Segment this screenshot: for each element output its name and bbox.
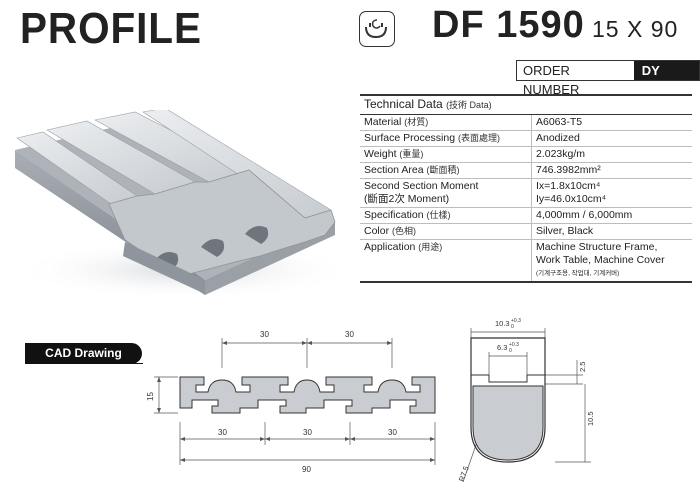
dim-slot-outer-tol: +0.3 xyxy=(511,318,521,324)
row-key: Section Area xyxy=(364,164,424,176)
row-key-line2: (斷面2次 Moment) xyxy=(364,193,450,205)
row-key: Color xyxy=(364,225,390,237)
corner-profile-icon xyxy=(359,11,395,47)
row-value: 746.3982mm² xyxy=(531,162,692,179)
table-row: Material (材質) A6063-T5 xyxy=(360,114,692,131)
model-code: DF 1590 xyxy=(432,4,585,46)
dim-slot-depth: 10.5 xyxy=(586,411,595,426)
row-key: Surface Processing xyxy=(364,132,456,144)
cad-label-underline xyxy=(25,363,143,364)
dim-top-right: 30 xyxy=(345,330,354,339)
row-value: 2.023kg/m xyxy=(531,146,692,163)
technical-data-table: Technical Data (技術 Data) Material (材質) A… xyxy=(360,94,692,283)
row-value: Ix=1.8x10cm⁴ xyxy=(536,180,601,192)
row-key: Specification xyxy=(364,209,424,221)
row-value-line3: (기계구조용, 작업대, 기계커버) xyxy=(536,270,620,277)
table-heading-cjk: (技術 Data) xyxy=(446,100,492,110)
order-number-value: DY 5003 xyxy=(633,61,699,97)
table-row: Surface Processing (表面處理) Anodized xyxy=(360,130,692,147)
dim-bottom-2: 30 xyxy=(303,428,312,437)
table-row: Second Section Moment(斷面2次 Moment) Ix=1.… xyxy=(360,178,692,208)
profile-product-image xyxy=(15,110,355,300)
row-key-cjk: (仕樣) xyxy=(426,210,451,220)
order-number-label: ORDER NUMBER xyxy=(523,63,580,97)
table-row: Color (色相) Silver, Black xyxy=(360,223,692,240)
row-value: Silver, Black xyxy=(531,223,692,240)
row-key-cjk: (斷面積) xyxy=(426,165,460,175)
dim-total: 90 xyxy=(302,465,311,474)
row-key: Weight xyxy=(364,148,397,160)
dim-height: 15 xyxy=(146,392,155,401)
table-heading-text: Technical Data xyxy=(364,97,443,111)
dim-bottom-1: 30 xyxy=(218,428,227,437)
order-number-box: ORDER NUMBER DY 5003 xyxy=(516,60,700,97)
row-key-cjk: (色相) xyxy=(392,226,417,236)
row-key-cjk: (表面處理) xyxy=(457,133,500,143)
page-title: PROFILE xyxy=(20,4,202,53)
dim-slot-outer: 10.3 xyxy=(495,319,510,328)
row-key: Second Section Moment xyxy=(364,180,479,192)
table-heading: Technical Data (技術 Data) xyxy=(360,94,692,115)
dim-bottom-3: 30 xyxy=(388,428,397,437)
row-value-line2: Iy=46.0x10cm⁴ xyxy=(536,193,607,205)
row-key: Application xyxy=(364,241,416,253)
cad-cross-section: 30 30 15 30 30 30 90 xyxy=(146,330,436,474)
row-value-line2: Work Table, Machine Cover xyxy=(536,254,665,266)
row-key-cjk: (材質) xyxy=(404,117,429,127)
table-row: Weight (重量) 2.023kg/m xyxy=(360,146,692,163)
model-size: 15 X 90 xyxy=(592,16,679,42)
cad-slot-detail: 10.3 +0.3 0 6.3 +0.3 0 2.5 10.5 R7.5 xyxy=(457,318,595,483)
dim-slot-inner-tol: +0.3 xyxy=(509,342,519,348)
table-row: Application (用途) Machine Structure Frame… xyxy=(360,239,692,283)
row-key: Material xyxy=(364,116,402,128)
row-value: 4,000mm / 6,000mm xyxy=(531,207,692,224)
dim-slot-outer-tol2: 0 xyxy=(511,324,514,330)
dim-slot-depth-top: 2.5 xyxy=(578,362,587,372)
table-row: Section Area (斷面積) 746.3982mm² xyxy=(360,162,692,179)
dim-slot-inner: 6.3 xyxy=(497,343,507,352)
dim-top-left: 30 xyxy=(260,330,269,339)
row-key-cjk: (用途) xyxy=(418,242,443,252)
row-key-cjk: (重量) xyxy=(399,149,424,159)
cad-drawing-label: CAD Drawing xyxy=(25,343,142,364)
row-value: Machine Structure Frame, xyxy=(536,241,658,253)
table-row: Specification (仕樣) 4,000mm / 6,000mm xyxy=(360,207,692,224)
row-value: Anodized xyxy=(531,130,692,147)
dim-radius: R7.5 xyxy=(457,465,471,483)
dim-slot-inner-tol2: 0 xyxy=(509,348,512,354)
row-value: A6063-T5 xyxy=(531,114,692,131)
